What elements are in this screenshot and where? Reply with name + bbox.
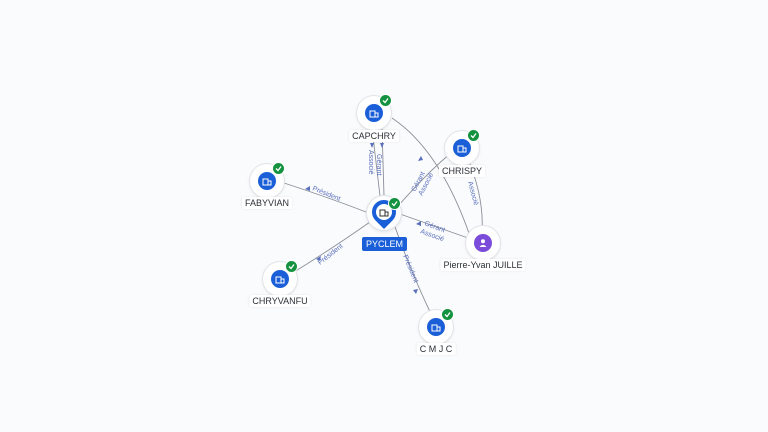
- arrow-capchry-1: [370, 143, 374, 148]
- node-label-fabyvian: FABYVIAN: [241, 197, 293, 209]
- node-label-capchry: CAPCHRY: [349, 130, 399, 142]
- edge-label-cmjc-president: Président: [401, 254, 419, 284]
- check-icon: [470, 133, 477, 139]
- building-icon: [262, 178, 272, 186]
- verified-badge: [388, 197, 401, 210]
- edge-pyclem-cmjc: [393, 223, 433, 317]
- building-icon: [275, 276, 285, 284]
- edge-label-capchry-associe: Associé: [367, 150, 374, 175]
- building-icon: [431, 324, 441, 332]
- edge-pyclem-person: [399, 213, 469, 239]
- edge-pyclem-fabyvian: [283, 182, 367, 213]
- building-icon: [369, 110, 379, 118]
- node-label-person: Pierre-Yvan JUILLE: [440, 259, 526, 271]
- check-icon: [382, 98, 389, 104]
- node-label-cmjc: C M J C: [416, 343, 456, 355]
- person-icon: [479, 239, 487, 247]
- node-label-pyclem: PYCLEM: [362, 237, 408, 251]
- check-icon: [444, 312, 451, 318]
- arrow-chryvanfu: [316, 256, 321, 261]
- edge-pyclem-chryvanfu: [293, 221, 371, 273]
- arrow-fabyvian: [305, 186, 310, 191]
- building-icon: [379, 209, 389, 217]
- arrow-chrispy: [418, 156, 423, 161]
- arrow-person: [416, 221, 421, 226]
- node-label-chrispy: CHRISPY: [438, 165, 486, 177]
- check-icon: [391, 201, 398, 207]
- check-icon: [275, 166, 282, 172]
- building-icon: [457, 145, 467, 153]
- edge-label-capchry-gerant: Gérant: [375, 154, 382, 175]
- arrow-capchry-2: [380, 143, 384, 148]
- edge-capchry-person: [391, 117, 471, 237]
- node-label-chryvanfu: CHRYVANFU: [249, 295, 311, 307]
- edge-pyclem-chrispy: [397, 153, 451, 207]
- check-icon: [288, 264, 295, 270]
- edge-label-fabyvian-president: Président: [311, 185, 341, 203]
- arrow-cmjc: [413, 289, 418, 294]
